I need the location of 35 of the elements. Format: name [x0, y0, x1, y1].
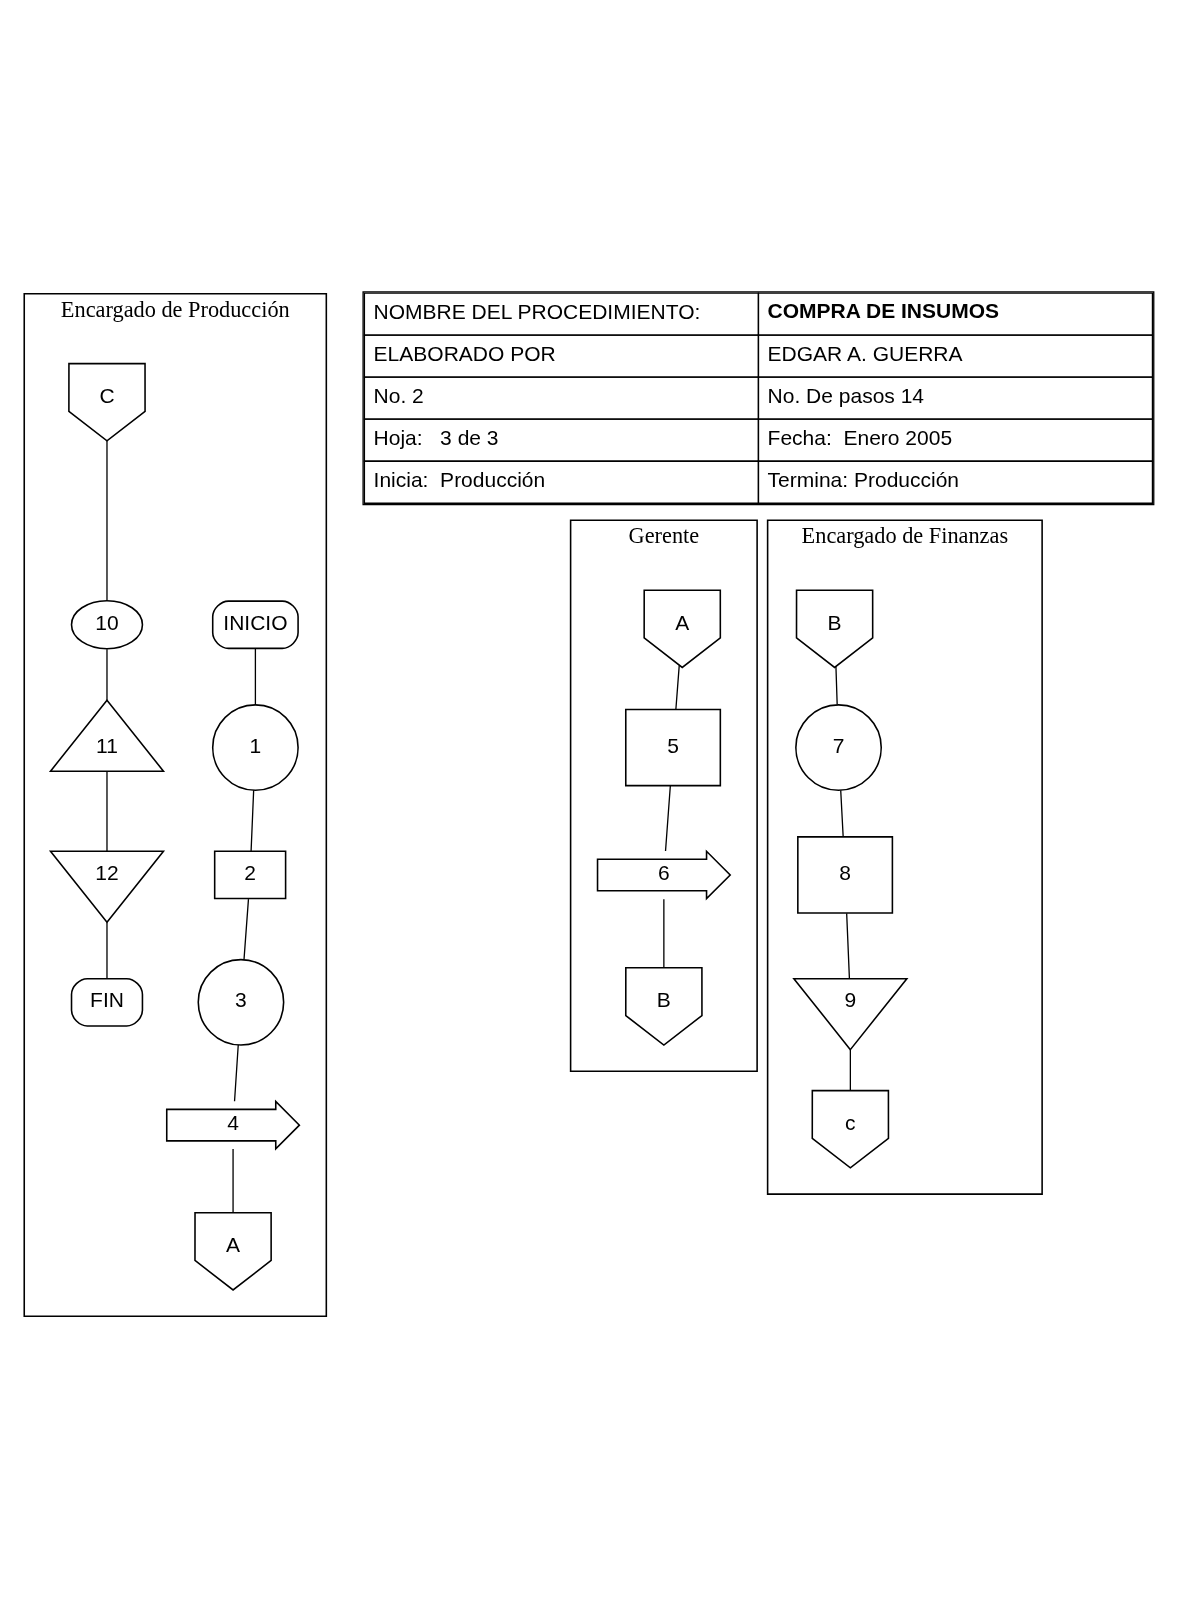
- connector: [675, 664, 680, 710]
- connector: [106, 440, 108, 602]
- connector: [663, 898, 665, 969]
- connector: [232, 1148, 234, 1214]
- connector: [664, 785, 671, 852]
- connector: [849, 1049, 852, 1091]
- node-ellipse: 10: [70, 599, 144, 650]
- label: Fecha: Enero 2005: [767, 426, 953, 450]
- node-box: 8: [797, 836, 894, 914]
- label: ELABORADO POR: [373, 342, 556, 366]
- connector: [243, 898, 250, 961]
- node-box: 5: [625, 708, 722, 787]
- label: NOMBRE DEL PROCEDIMIENTO:: [373, 300, 701, 324]
- node-circle: 7: [795, 704, 882, 791]
- node-box: FIN: [70, 977, 144, 1027]
- node-box: 2: [213, 850, 287, 900]
- node-box: INICIO: [211, 600, 299, 650]
- label: EDGAR A. GUERRA: [767, 342, 963, 366]
- connector: [254, 648, 257, 706]
- node-circle: 3: [197, 958, 285, 1046]
- connector: [106, 771, 108, 852]
- label: Inicia: Producción: [373, 468, 546, 492]
- label: COMPRA DE INSUMOS: [767, 298, 1000, 322]
- connector: [840, 789, 844, 838]
- connector: [106, 648, 108, 701]
- label: No. De pasos 14: [767, 384, 925, 408]
- connector: [835, 665, 838, 706]
- connector: [233, 1044, 239, 1102]
- node-circle: 1: [211, 704, 299, 791]
- connector: [106, 921, 108, 980]
- connector: [846, 912, 851, 980]
- label: No. 2: [373, 384, 424, 408]
- label: Termina: Producción: [767, 468, 960, 492]
- connector: [250, 789, 255, 852]
- label: Hoja: 3 de 3: [373, 426, 499, 450]
